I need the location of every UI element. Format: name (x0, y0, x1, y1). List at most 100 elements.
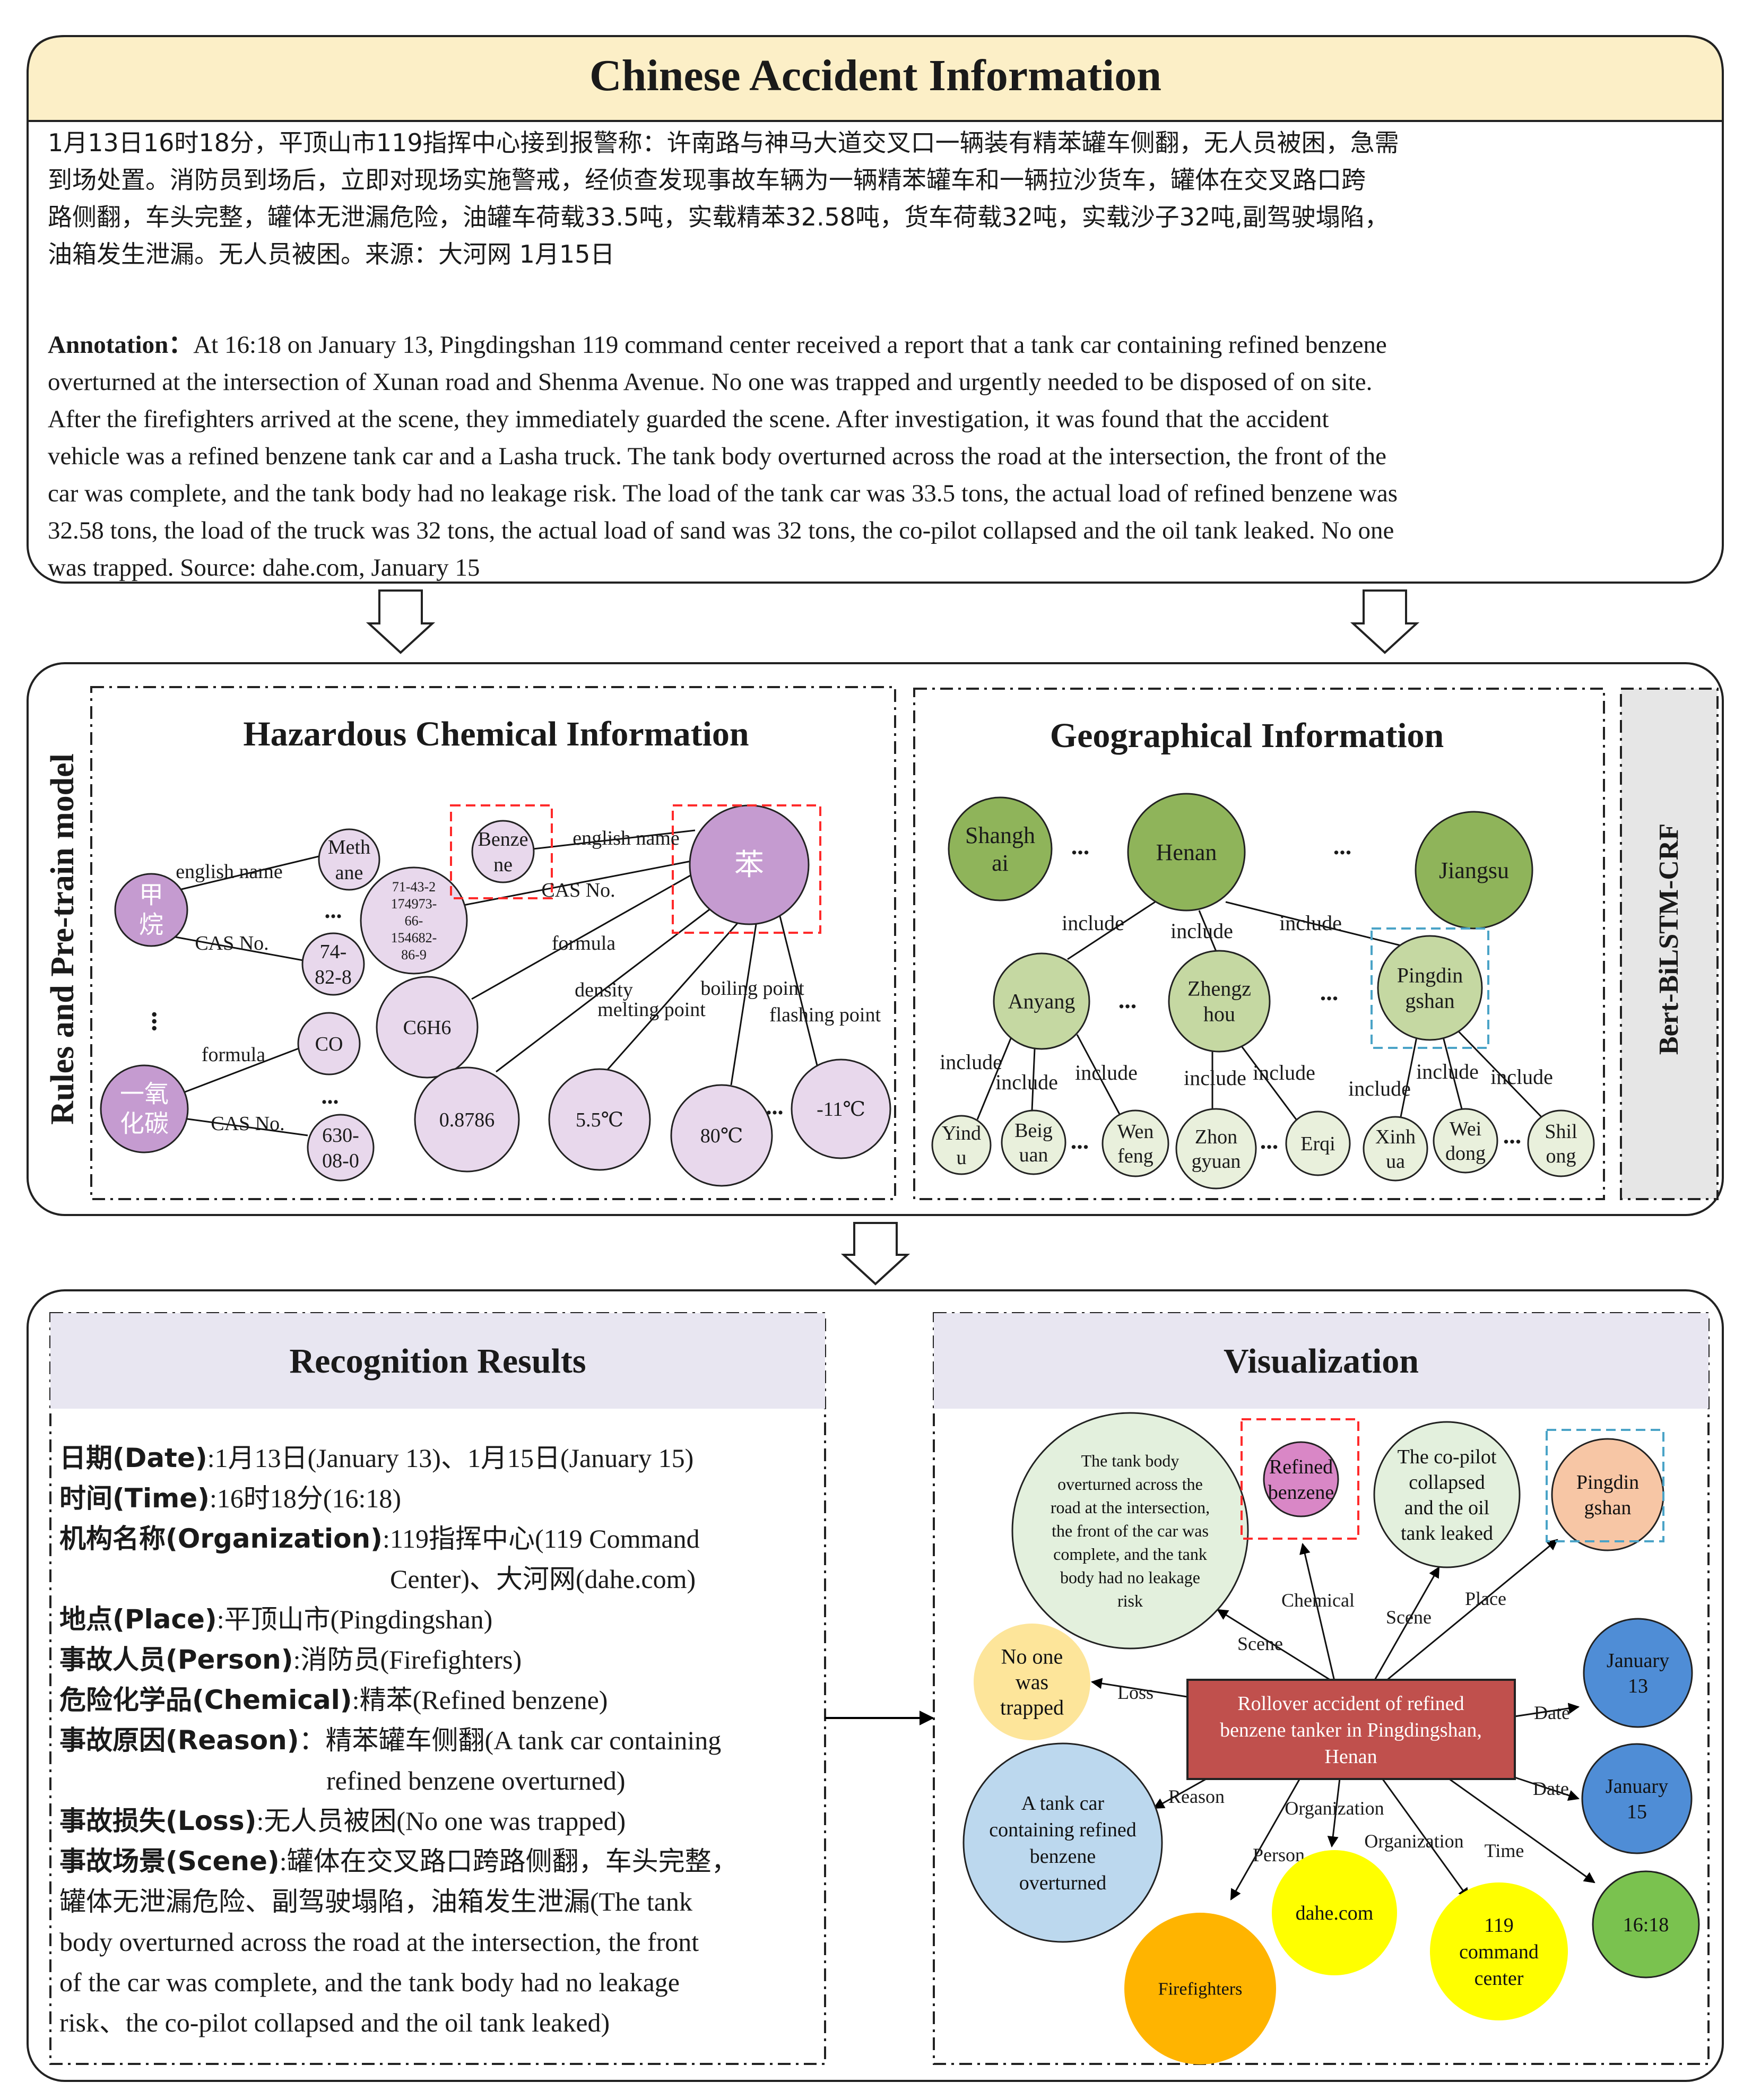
chem-edge (183, 1047, 299, 1094)
ben-highlight-box (672, 804, 821, 934)
vis-node-date1-shape (1583, 1618, 1693, 1728)
vis-node-place-label-line: gshan (1584, 1497, 1632, 1519)
chem-node-cas_group-label-line: 71-43-2 (392, 879, 436, 895)
geo-province-jiangsu-label-line: Jiangsu (1439, 857, 1509, 883)
vis-edge-label-person: Person (1253, 1844, 1305, 1865)
vis-edge-label-loss: Loss (1117, 1682, 1153, 1703)
recognition-entity-value: :罐体在交叉路口跨路侧翻，车头完整， (280, 1846, 738, 1876)
geo-city-zhengzhou-label-line: hou (1203, 1002, 1235, 1026)
vis-center-label-line: Henan (1324, 1746, 1377, 1768)
chem-panel-title: Hazardous Chemical Information (243, 715, 749, 753)
vis-node-person-shape (1124, 1913, 1276, 2064)
recognition-entity-value: :无人员被困(No one was trapped) (256, 1806, 626, 1836)
geo-edge-label: include (1075, 1061, 1138, 1084)
geo-province-jiangsu-shape (1415, 811, 1533, 930)
recognition-entity-type: 机构名称(Organization) (59, 1523, 383, 1554)
vis-node-person: Firefighters (1124, 1913, 1276, 2064)
recognition-entity-type: 事故人员(Person) (59, 1644, 293, 1675)
geo-edge (976, 1034, 1013, 1120)
chem-edge (183, 1117, 308, 1136)
chem-node-co_cn-label: 一氧化碳 (120, 1080, 169, 1138)
chem-edge-label: flashing point (769, 1004, 881, 1026)
annotation-line: vehicle was a refined benzene tank car a… (48, 442, 1386, 470)
annotation-line: At 16:18 on January 13, Pingdingshan 119… (193, 331, 1387, 359)
chem-edge-label: CAS No. (541, 879, 615, 901)
chem-node-cas_630: 630-08-0 (307, 1114, 375, 1182)
geo-ellipsis: ... (1118, 986, 1137, 1013)
vis-node-date1-label-line: 13 (1628, 1675, 1648, 1697)
chem-node-cas_630-label-line: 08-0 (322, 1150, 359, 1172)
vis-node-place-label: Pingdin gshan (1576, 1471, 1639, 1519)
geo-panel-title: Geographical Information (1050, 716, 1444, 755)
recognition-row: of the car was complete, and the tank bo… (59, 1967, 680, 1997)
vis-node-chem-label-line: benzene (1268, 1481, 1334, 1504)
chem-node-jiawan-label-line: 烷 (139, 910, 163, 939)
geo-city-pingdingshan-label-line: Pingdin (1397, 964, 1463, 987)
chem-edge-label: boiling point (700, 977, 804, 1000)
recognition-entity-type: 地点(Place) (59, 1604, 217, 1635)
annotation-line: was trapped. Source: dahe.com, January 1… (48, 554, 480, 582)
rules-pretrain-label: Rules and Pre-train model (45, 753, 81, 1125)
recognition-row: 时间(Time):16时18分(16:18) (59, 1483, 401, 1514)
chem-node-cas_group-label-line: 86-9 (401, 947, 427, 962)
geo-district-yindu-label-line: u (957, 1147, 967, 1169)
recognition-row: refined benzene overturned) (326, 1766, 626, 1795)
geo-province-shanghai-shape (948, 796, 1053, 901)
geo-edge-label: include (1279, 911, 1342, 935)
vis-edge-person (1230, 1778, 1301, 1901)
chem-edge (533, 829, 696, 850)
geo-edge (1455, 1028, 1542, 1118)
vis-node-loss-shape (974, 1624, 1090, 1740)
chem-node-density-label: 0.8786 (439, 1109, 495, 1131)
vis-node-place-shape (1551, 1438, 1664, 1551)
chem-node-flash-shape (791, 1058, 891, 1159)
vis-place-highlight-box (1546, 1429, 1664, 1542)
chem-node-cas_group-label-line: 154682- (391, 930, 437, 945)
chem-node-boiling: 80℃ (670, 1084, 773, 1187)
recognition-row: 事故人员(Person):消防员(Firefighters) (59, 1644, 522, 1675)
vis-edge-label-org1: Organization (1285, 1798, 1384, 1819)
recognition-row: risk、the co-pilot collapsed and the oil … (59, 2008, 610, 2037)
geo-district-shilong-label-line: ong (1546, 1145, 1576, 1167)
visualization-header (934, 1313, 1708, 1409)
vis-node-place: Pingdin gshan (1551, 1438, 1664, 1551)
recognition-entity-value: :119指挥中心(119 Command (383, 1524, 700, 1554)
vis-edge-date2 (1514, 1776, 1580, 1801)
chem-node-co-label: CO (315, 1033, 343, 1055)
vis-edge-date1 (1514, 1703, 1580, 1717)
annotation-line: After the firefighters arrived at the sc… (48, 405, 1329, 433)
vis-node-scene1-label-line: body had no leakage (1060, 1568, 1200, 1587)
geo-city-zhengzhou-shape (1168, 950, 1271, 1053)
vis-node-loss-label-line: was (1016, 1670, 1048, 1694)
geo-edge-label: include (1416, 1060, 1479, 1083)
vis-node-place-label-line: Pingdin (1576, 1471, 1639, 1494)
geo-edge (1031, 1048, 1036, 1111)
chinese-line: 到场处置。消防员到场后，立即对现场实施警戒，经侦查发现事故车辆为一辆精苯罐车和一… (48, 166, 1366, 194)
vis-node-scene1-shape (1011, 1412, 1249, 1650)
chem-node-co-shape (297, 1012, 361, 1075)
vis-node-scene2-label-line: tank leaked (1401, 1522, 1493, 1544)
chem-node-cas_7482: 74-82-8 (301, 932, 365, 996)
vis-node-org2-label-line: 119 (1484, 1914, 1514, 1937)
chem-node-boiling-shape (670, 1084, 773, 1187)
geo-district-xinhua-label-line: ua (1386, 1150, 1405, 1173)
geo-province-henan-shape (1127, 793, 1246, 912)
recognition-list: 日期(Date):1月13日(January 13)、1月15日(January… (59, 1443, 738, 2037)
vis-node-date2-label-line: 15 (1627, 1801, 1647, 1823)
chem-edge (606, 923, 739, 1070)
chem-edge-label: melting point (597, 999, 706, 1021)
vis-node-date2-shape (1581, 1743, 1693, 1854)
svg-text:Annotation：At 16:18 on January: Annotation：At 16:18 on January 13, Pingd… (48, 331, 1387, 359)
chem-node-cas_group-label-line: 174973- (391, 896, 437, 912)
